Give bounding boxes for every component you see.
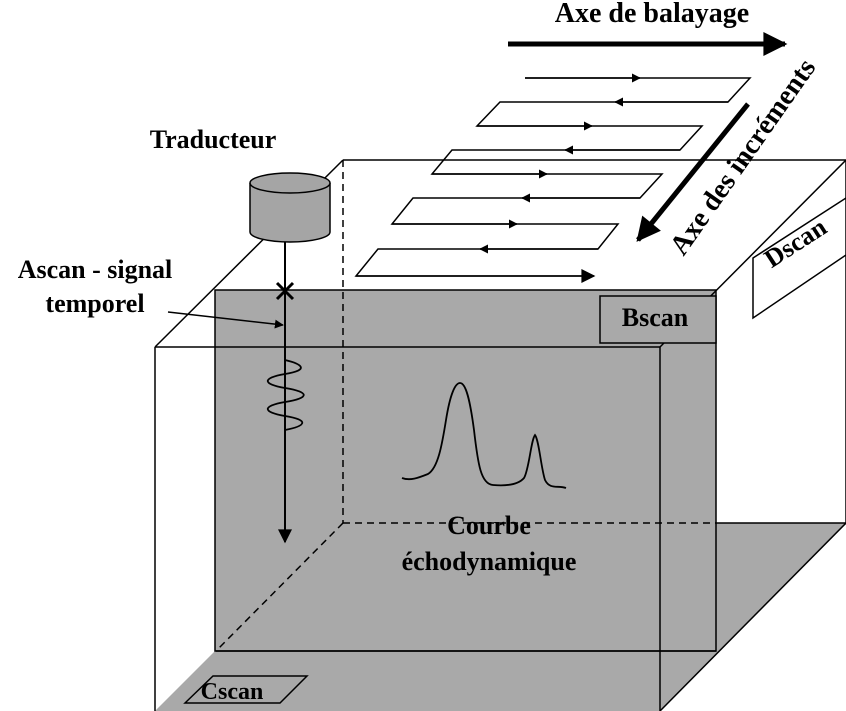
ascan-label-line2: temporel xyxy=(45,289,144,318)
transducer-label: Traducteur xyxy=(150,125,277,154)
echodynamic-label-line2: échodynamique xyxy=(402,547,577,576)
dscan-label-box xyxy=(752,197,846,320)
ascan-pointer-arrow xyxy=(167,311,284,329)
entry-point-cross-icon xyxy=(275,281,295,301)
ascan-waveform xyxy=(266,359,305,431)
scan-axis-label: Axe de balayage xyxy=(555,0,749,29)
ascan-label-line1: Ascan - signal xyxy=(18,255,173,284)
increment-axis-arrow xyxy=(636,102,750,242)
echodynamic-label-line1: Courbe xyxy=(447,511,531,540)
raster-scan-path xyxy=(354,73,752,283)
bscan-label: Bscan xyxy=(622,303,689,332)
cscan-label: Cscan xyxy=(201,679,264,705)
bscan-plane xyxy=(214,289,717,652)
hidden-edges xyxy=(215,160,716,652)
transducer xyxy=(249,172,331,243)
cscan-label-box xyxy=(183,675,309,704)
echodynamic-curve xyxy=(401,382,567,489)
bscan-label-box xyxy=(599,295,717,344)
